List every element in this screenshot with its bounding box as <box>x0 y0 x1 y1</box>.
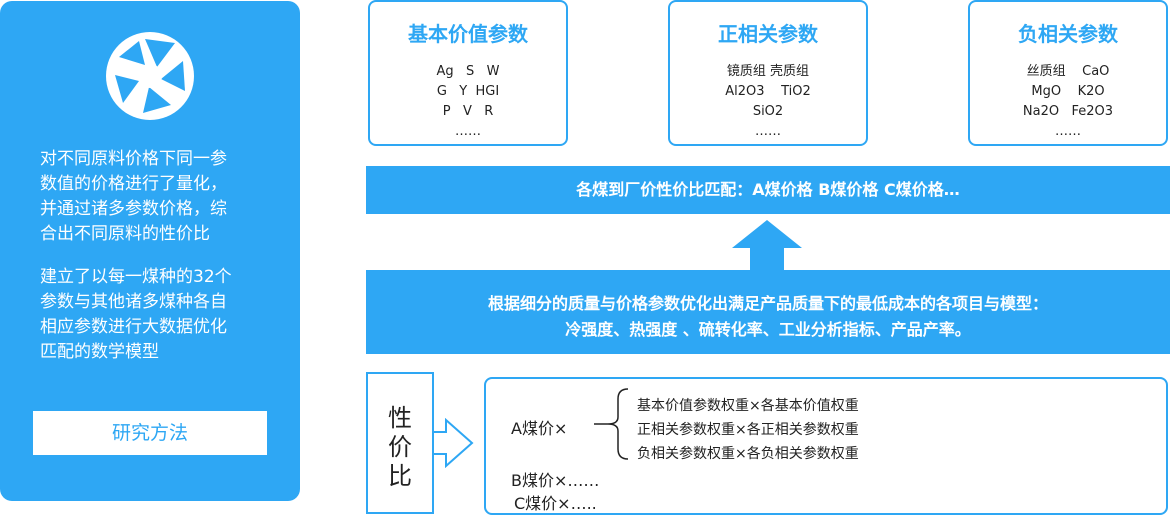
card-title: 基本价值参数 <box>408 22 528 46</box>
param-line: …… <box>755 124 781 139</box>
coal-b-price: B煤价×…… <box>511 471 600 490</box>
param-line: P V R <box>442 104 494 119</box>
param-line: MgO K2O <box>1031 84 1105 99</box>
cost-performance-label-box: 性 价 比 <box>366 372 434 514</box>
label-char: 比 <box>388 462 412 490</box>
panel-description: 对不同原料价格下同一参 数值的价格进行了量化， 并通过诸多参数价格，综 合出不同… <box>40 147 270 247</box>
arrow-right-outline-icon <box>432 418 474 468</box>
param-line: 镜质组 壳质组 <box>726 64 810 79</box>
model-bar-line: 根据细分的质量与价格参数优化出满足产品质量下的最低成本的各项目与模型： <box>487 294 1048 313</box>
desc-line: 参数与其他诸多煤种各自 <box>40 292 227 312</box>
param-line: 丝质组 CaO <box>1026 64 1110 79</box>
negative-params-card: 负相关参数 丝质组 CaO MgO K2O Na2O Fe2O3 …… <box>968 0 1168 146</box>
weight-line: 负相关参数权重×各负相关参数权重 <box>637 446 859 462</box>
label-char: 价 <box>388 433 412 461</box>
price-match-bar: 各煤到厂价性价比匹配：A煤价格 B煤价格 C煤价格… <box>366 166 1170 214</box>
coal-a-price: A煤价× <box>511 419 568 438</box>
weight-line: 基本价值参数权重×各基本价值权重 <box>637 398 859 414</box>
card-params: 丝质组 CaO MgO K2O Na2O Fe2O3 …… <box>970 62 1166 142</box>
card-params: 镜质组 壳质组 Al2O3 TiO2 SiO2 …… <box>670 62 866 142</box>
curly-brace-icon <box>594 388 629 460</box>
desc-line: 建立了以每一煤种的32个 <box>40 267 232 287</box>
arrow-up-icon <box>732 220 802 272</box>
model-bar-line: 冷强度、热强度 、硫转化率、工业分析指标、产品产率。 <box>565 320 971 339</box>
card-title: 正相关参数 <box>718 22 818 46</box>
desc-line: 相应参数进行大数据优化 <box>40 317 227 337</box>
optimization-model-bar: 根据细分的质量与价格参数优化出满足产品质量下的最低成本的各项目与模型： 冷强度、… <box>366 270 1170 354</box>
basic-value-params-card: 基本价值参数 Ag S W G Y HGI P V R …… <box>368 0 568 146</box>
positive-params-card: 正相关参数 镜质组 壳质组 Al2O3 TiO2 SiO2 …… <box>668 0 868 146</box>
label-char: 性 <box>388 404 412 432</box>
param-line: …… <box>455 124 481 139</box>
desc-line: 对不同原料价格下同一参 <box>40 149 227 169</box>
param-line: Ag S W <box>436 64 500 79</box>
param-line: Na2O Fe2O3 <box>1022 104 1114 119</box>
cost-performance-label: 性 价 比 <box>368 404 432 491</box>
param-line: SiO2 <box>752 104 784 119</box>
coal-c-price: C煤价×….. <box>514 494 597 513</box>
panel-model-description: 建立了以每一煤种的32个 参数与其他诸多煤种各自 相应参数进行大数据优化 匹配的… <box>40 265 270 365</box>
card-params: Ag S W G Y HGI P V R …… <box>370 62 566 142</box>
research-method-panel: 对不同原料价格下同一参 数值的价格进行了量化， 并通过诸多参数价格，综 合出不同… <box>0 1 300 501</box>
param-line: Al2O3 TiO2 <box>725 84 811 99</box>
desc-line: 合出不同原料的性价比 <box>40 224 210 244</box>
camera-aperture-icon <box>106 32 194 120</box>
desc-line: 并通过诸多参数价格，综 <box>40 199 227 219</box>
param-line: G Y HGI <box>436 84 500 99</box>
research-method-button[interactable]: 研究方法 <box>33 411 267 455</box>
param-line: …… <box>1055 124 1081 139</box>
weight-line: 正相关参数权重×各正相关参数权重 <box>637 422 859 438</box>
card-title: 负相关参数 <box>1018 22 1118 46</box>
desc-line: 匹配的数学模型 <box>40 342 159 362</box>
desc-line: 数值的价格进行了量化， <box>40 174 227 194</box>
formula-box: A煤价× 基本价值参数权重×各基本价值权重 正相关参数权重×各正相关参数权重 负… <box>484 377 1168 515</box>
